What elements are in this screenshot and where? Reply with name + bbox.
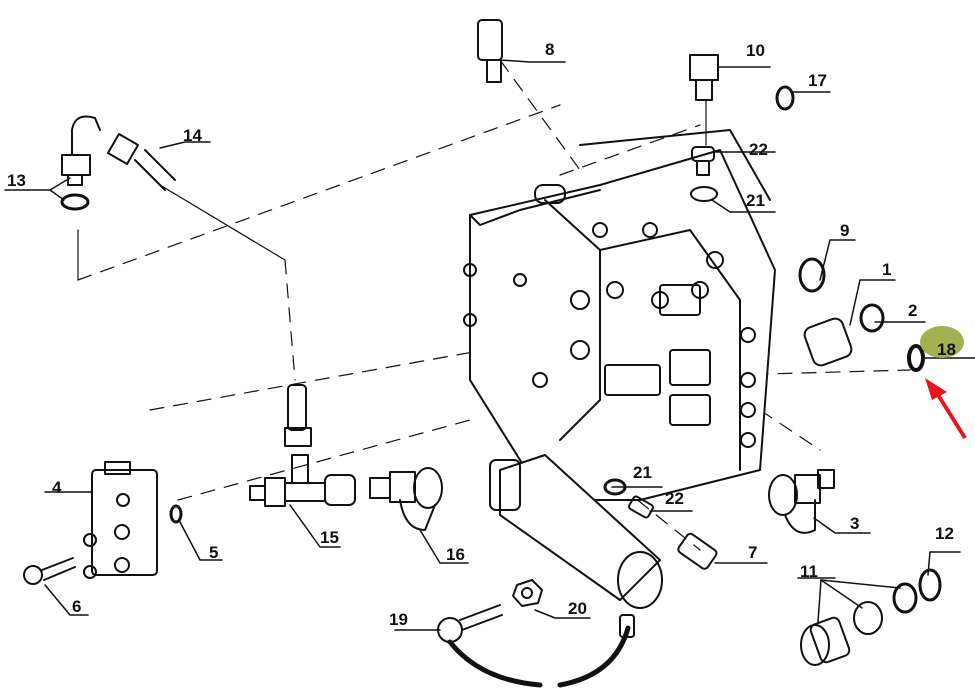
part-22-plug-top (691, 146, 715, 176)
callout-label-3[interactable]: 3 (850, 514, 860, 533)
callout-label-21-top[interactable]: 21 (746, 191, 765, 210)
part-21-washer-top (690, 186, 718, 202)
part-8-sensor (477, 19, 503, 83)
callout-label-1[interactable]: 1 (882, 260, 892, 279)
callout-label-22-top[interactable]: 22 (749, 140, 768, 159)
part-13-washer (60, 193, 90, 211)
red-arrow-pointer (925, 378, 967, 440)
part-6-bolt (23, 557, 76, 585)
callout-label-12[interactable]: 12 (935, 524, 954, 543)
part-2-ring (859, 303, 885, 333)
shaft-cylinder (489, 454, 663, 609)
callout-label-21-lower[interactable]: 21 (633, 463, 652, 482)
leader-lines (4, 59, 975, 631)
callout-label-15[interactable]: 15 (320, 528, 339, 547)
part-18-oring (907, 344, 925, 372)
part-9-ring (798, 257, 826, 293)
part-12-circlip (918, 568, 942, 602)
part-1-spring-cap (803, 317, 853, 367)
callout-label-14[interactable]: 14 (183, 126, 202, 145)
part-4-valve-body (83, 461, 158, 579)
part-10-switch (689, 54, 719, 101)
part-14-pipe (106, 132, 176, 191)
callout-label-16[interactable]: 16 (446, 545, 465, 564)
callout-label-20[interactable]: 20 (568, 599, 587, 618)
callout-label-8[interactable]: 8 (545, 40, 555, 59)
callout-label-2[interactable]: 2 (908, 301, 918, 320)
part-5-washer (169, 504, 183, 524)
callout-label-7[interactable]: 7 (748, 543, 758, 562)
part-11-piston-spring (800, 582, 918, 666)
callout-label-6[interactable]: 6 (72, 597, 82, 616)
part-20-nut (512, 579, 543, 607)
callout-label-4[interactable]: 4 (52, 478, 62, 497)
part-17-oring (775, 85, 795, 111)
valve-block (463, 129, 776, 501)
callout-label-5[interactable]: 5 (209, 543, 219, 562)
callout-label-19[interactable]: 19 (389, 610, 408, 629)
part-19-hose (437, 604, 635, 688)
assembly-lines (77, 59, 911, 551)
part-15-tee (249, 454, 356, 507)
callout-label-9[interactable]: 9 (840, 221, 850, 240)
part-3-connector (768, 469, 835, 534)
callout-label-17[interactable]: 17 (808, 71, 827, 90)
part-15-pipe-vertical (284, 384, 312, 447)
callout-label-10[interactable]: 10 (746, 41, 765, 60)
callout-label-13[interactable]: 13 (7, 171, 26, 190)
callout-label-18[interactable]: 18 (937, 340, 956, 359)
part-18-highlight (920, 326, 964, 358)
part-13-elbow (61, 115, 101, 186)
part-22-plug-lower (628, 495, 654, 519)
callout-label-11[interactable]: 11 (800, 562, 818, 581)
part-16-connector (369, 467, 443, 531)
callout-label-22-lower[interactable]: 22 (665, 489, 684, 508)
part-7-sensor (677, 532, 718, 570)
